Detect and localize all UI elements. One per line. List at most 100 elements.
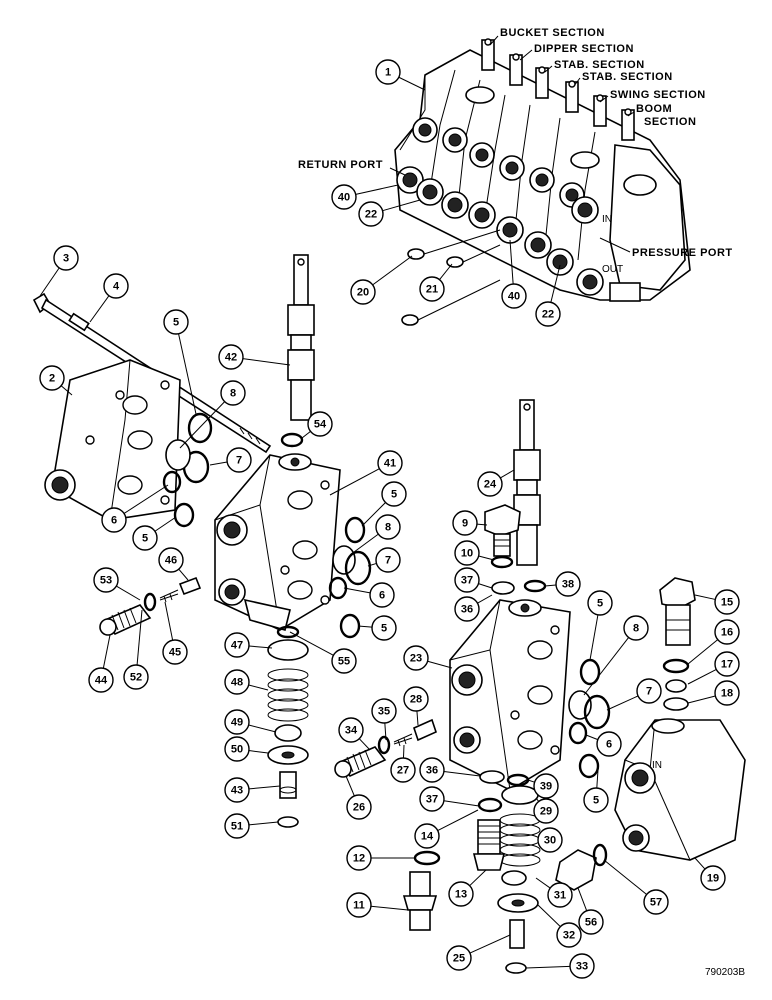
callout-leader-line: [289, 631, 334, 656]
callout-number: 26: [353, 802, 365, 814]
callout-bubble: [533, 798, 559, 824]
callout-bubble: [714, 651, 740, 677]
callout-37: 37: [419, 786, 480, 812]
return-port-label: RETURN PORT: [298, 159, 383, 171]
callout-leader-line: [116, 585, 141, 601]
callout-13: 13: [448, 869, 487, 907]
callout-bubble: [375, 547, 401, 573]
callout-number: 7: [236, 455, 242, 467]
callout-number: 40: [338, 192, 350, 204]
callout-leader-line: [478, 555, 495, 561]
callout-leader-line: [248, 645, 273, 649]
callout-number: 48: [231, 677, 243, 689]
callout-leader-line: [248, 684, 269, 691]
callout-leader-line: [39, 267, 60, 297]
callout-42: 42: [218, 344, 291, 370]
callout-leader-line: [123, 484, 169, 514]
callout-12: 12: [346, 845, 415, 871]
callout-bubble: [390, 757, 416, 783]
callout-bubble: [53, 245, 79, 271]
callout-number: 52: [130, 672, 142, 684]
callout-leader-line: [585, 734, 599, 741]
end-cover: [44, 359, 181, 521]
callout-bubble: [454, 567, 480, 593]
back-up-ring: [165, 439, 191, 471]
seal: [665, 679, 687, 693]
callout-bubble: [700, 865, 726, 891]
callout-number: 18: [721, 688, 733, 700]
callout-number: 5: [142, 533, 148, 545]
callout-leader-line: [476, 523, 488, 526]
callout-bubble: [224, 777, 250, 803]
callout-bubble: [331, 648, 357, 674]
callout-50: 50: [224, 736, 269, 762]
callout-number: 36: [461, 604, 473, 616]
callout-47: 47: [224, 632, 273, 658]
callout-48: 48: [224, 669, 269, 695]
callout-number: 15: [721, 597, 733, 609]
callout-19: 19: [694, 857, 726, 891]
inlet-cover-19: IN: [614, 718, 746, 861]
callout-23: 23: [403, 645, 453, 671]
callout-number: 5: [173, 317, 179, 329]
callout-number: 46: [165, 555, 177, 567]
callout-51: 51: [224, 813, 279, 839]
callout-5: 5: [587, 590, 613, 661]
o-ring: [413, 850, 441, 866]
callout-bubble: [371, 698, 397, 724]
callout-number: 43: [231, 785, 243, 797]
callout-bubble: [403, 645, 429, 671]
callout-35: 35: [371, 698, 397, 741]
callout-bubble: [569, 953, 595, 979]
callout-number: 3: [63, 253, 69, 265]
callout-leader-line: [500, 469, 515, 479]
callout-leader-line: [372, 255, 413, 286]
callout-bubble: [596, 731, 622, 757]
back-up-ring: [332, 545, 356, 575]
callout-8: 8: [179, 380, 246, 449]
callout-bubble: [331, 184, 357, 210]
callout-26: 26: [345, 775, 372, 820]
callout-7: 7: [606, 678, 662, 711]
callout-leader-line: [179, 401, 226, 449]
callout-bubble: [377, 450, 403, 476]
callout-number: 5: [391, 489, 397, 501]
callout-17: 17: [687, 651, 740, 685]
callout-leader-line: [367, 562, 377, 567]
callout-bubble: [381, 481, 407, 507]
callout-bubble: [346, 845, 372, 871]
callout-bubble: [578, 909, 604, 935]
callout-52: 52: [123, 609, 149, 690]
callout-31: 31: [535, 877, 573, 908]
callout-bubble: [537, 827, 563, 853]
callout-number: 10: [461, 548, 473, 560]
callout-leader-line: [535, 797, 540, 802]
callout-bubble: [346, 892, 372, 918]
callout-bubble: [220, 380, 246, 406]
callout-bubble: [39, 365, 65, 391]
spool-42: [287, 254, 315, 421]
callout-bubble: [714, 589, 740, 615]
callout-leader-line: [694, 594, 716, 600]
callout-number: 47: [231, 640, 243, 652]
o-ring: [579, 658, 601, 686]
callout-7: 7: [209, 447, 252, 473]
back-up-ring: [568, 690, 592, 720]
callout-number: 34: [345, 725, 358, 737]
callout-number: 28: [410, 694, 422, 706]
callout-bubble: [350, 279, 376, 305]
seal: [491, 581, 515, 595]
callout-5: 5: [583, 769, 609, 813]
callout-number: 16: [721, 627, 733, 639]
callout-number: 30: [544, 835, 556, 847]
callout-leader-line: [343, 587, 371, 594]
callout-leader-line: [154, 516, 177, 532]
callout-bubble: [454, 540, 480, 566]
callout-bubble: [224, 709, 250, 735]
callout-bubble: [132, 525, 158, 551]
o-ring: [578, 753, 600, 779]
o-ring: [280, 432, 304, 448]
callout-leader-line: [349, 533, 379, 556]
callout-number: 29: [540, 806, 552, 818]
